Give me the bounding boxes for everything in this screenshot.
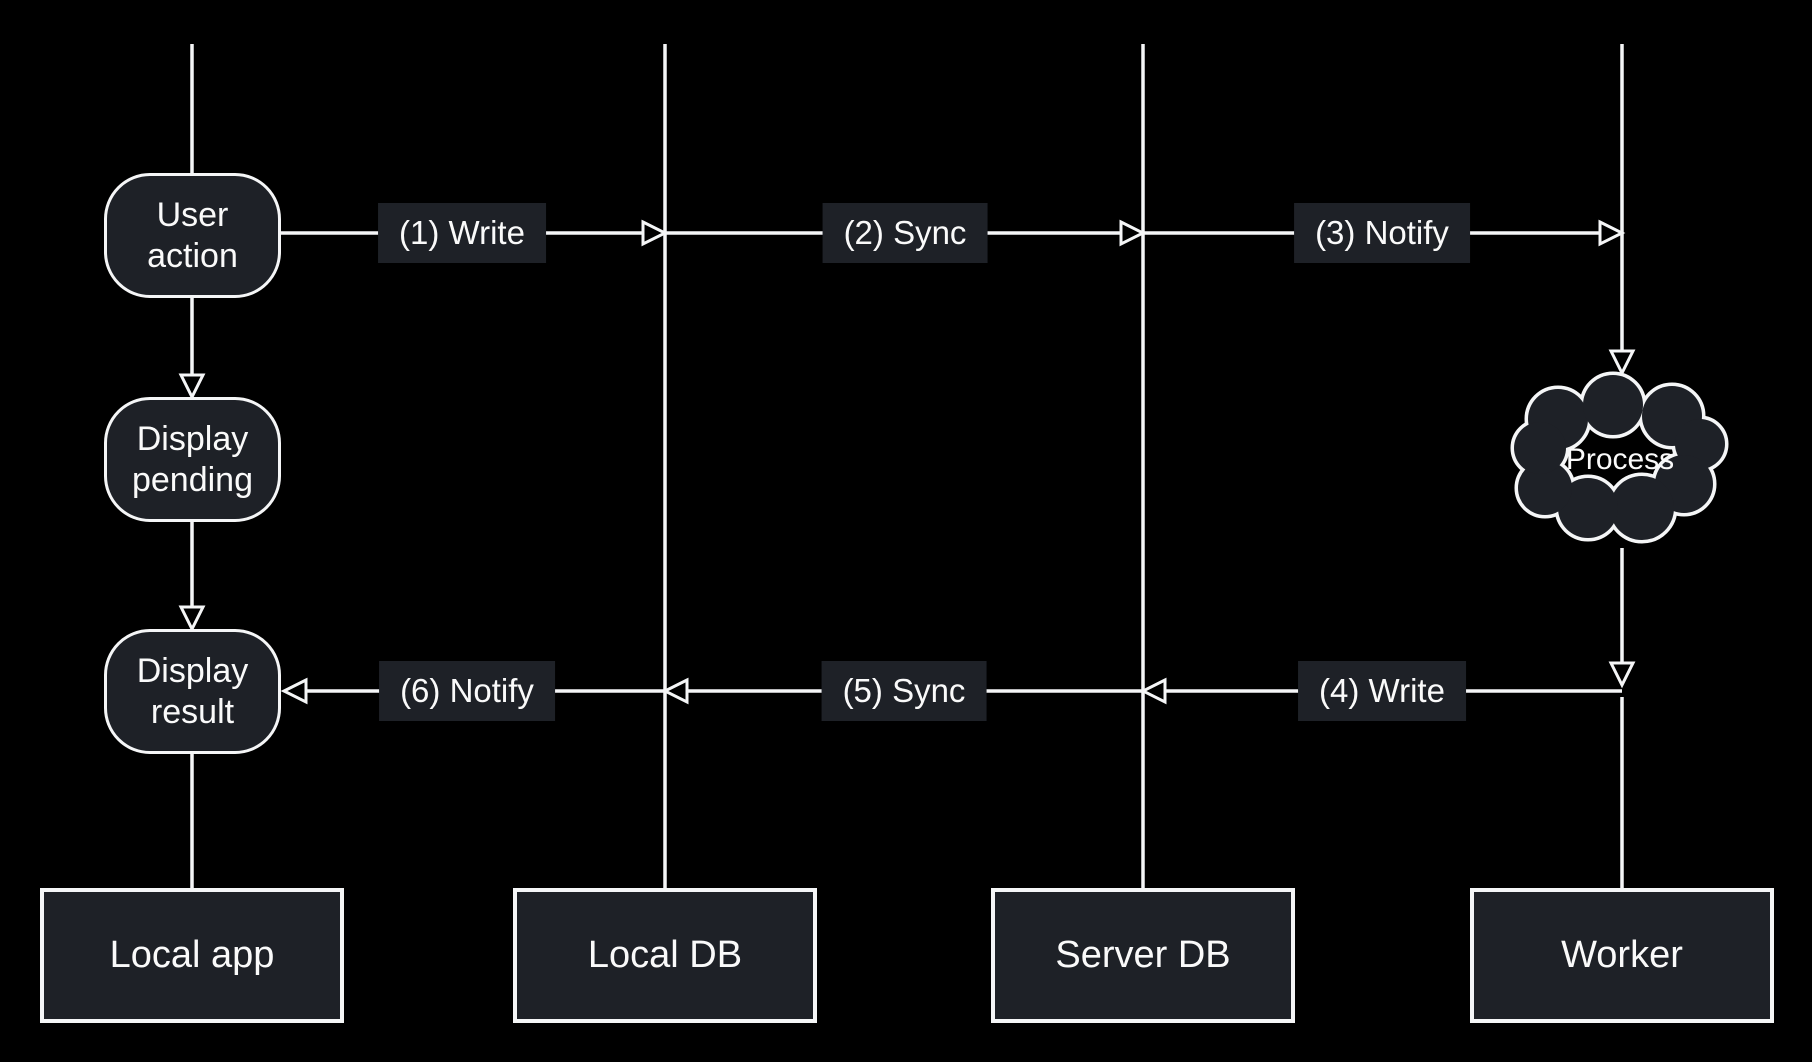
actor-label: Local app	[109, 934, 275, 976]
actor-box-local-db[interactable]: Local DB	[513, 888, 817, 1023]
edge-label-notify-3[interactable]: (3) Notify	[1294, 203, 1470, 263]
node-label-line: action	[147, 236, 238, 275]
actor-label: Server DB	[1055, 934, 1231, 976]
edge-label-sync-2[interactable]: (2) Sync	[822, 203, 988, 263]
arrow-head-right	[1119, 219, 1147, 247]
flow-arrows	[281, 231, 1622, 693]
node-label-line: Display	[136, 419, 249, 458]
node-display-result[interactable]: Display result	[104, 629, 281, 754]
arrow-head-down	[1608, 661, 1636, 689]
arrow-head-down	[178, 605, 206, 633]
process-cloud-fill	[1514, 375, 1725, 540]
edge-label-notify-6[interactable]: (6) Notify	[379, 661, 555, 721]
arrow-head-down	[178, 373, 206, 401]
node-label-line: Display	[136, 651, 249, 690]
actor-box-server-db[interactable]: Server DB	[991, 888, 1295, 1023]
node-label-line: result	[150, 692, 235, 731]
arrow-head-right	[641, 219, 669, 247]
edge-label-write-1[interactable]: (1) Write	[378, 203, 546, 263]
arrow-head-left	[280, 677, 308, 705]
node-user-action[interactable]: User action	[104, 173, 281, 298]
node-label-line: User	[156, 195, 229, 234]
actor-label: Worker	[1561, 934, 1683, 976]
arrow-head-right	[1598, 219, 1626, 247]
actor-box-local-app[interactable]: Local app	[40, 888, 344, 1023]
node-display-pending[interactable]: Display pending	[104, 397, 281, 522]
arrowheads	[178, 219, 1636, 705]
process-cloud-label: Process	[1565, 443, 1675, 476]
actor-box-worker[interactable]: Worker	[1470, 888, 1774, 1023]
node-label-line: pending	[131, 460, 253, 499]
edge-label-write-4[interactable]: (4) Write	[1298, 661, 1466, 721]
lifelines	[190, 44, 1624, 888]
edge-label-sync-5[interactable]: (5) Sync	[821, 661, 987, 721]
arrow-head-left	[1139, 677, 1167, 705]
process-cloud[interactable]	[1510, 371, 1729, 544]
actor-label: Local DB	[587, 934, 743, 976]
arrow-head-left	[661, 677, 689, 705]
arrow-head-down	[1608, 349, 1636, 377]
